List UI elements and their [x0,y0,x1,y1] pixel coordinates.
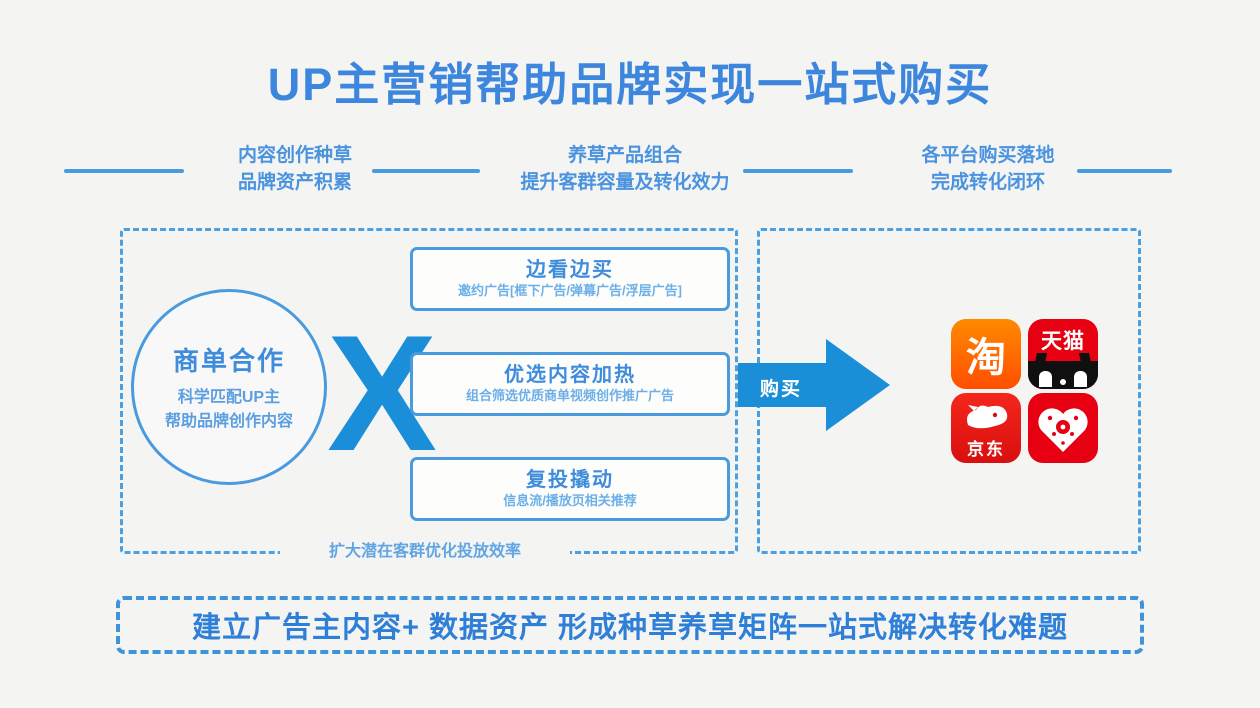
column-header-line: 品牌资产积累 [237,172,352,193]
arrow-icon [738,339,890,431]
step-box-watch-and-buy: 边看边买 邀约广告[框下广告/弹幕广告/浮层广告] [410,247,730,311]
column-header-line: 养草产品组合 [567,145,682,166]
step-subtitle: 信息流/播放页相关推荐 [503,493,637,508]
step-subtitle: 邀约广告[框下广告/弹幕广告/浮层广告] [458,283,682,298]
column-header-line: 各平台购买落地 [921,145,1055,166]
footer-text: 建立广告主内容+ 数据资产 形成种草养草矩阵一站式解决转化难题 [191,612,1069,644]
arrow-label: 购买 [760,379,803,400]
header-divider-line-4 [1077,169,1172,173]
column-header-conversion: 各平台购买落地 完成转化闭环 [878,142,1098,196]
purchase-arrow: 购买 [738,337,890,433]
tmall-cat-nose [1060,379,1066,385]
tmall-cat-eye [1039,371,1052,387]
step-title: 复投撬动 [526,469,614,491]
column-header-line: 提升客群容量及转化效力 [520,172,730,193]
commercial-order-circle: 商单合作 科学匹配UP主 帮助品牌创作内容 [131,289,327,485]
tmall-glyph: 天猫 [1041,330,1085,353]
header-divider-line-1 [64,169,184,173]
header-divider-line-2 [372,169,480,173]
tmall-icon: 天猫 [1028,319,1098,389]
column-header-line: 完成转化闭环 [930,172,1045,193]
column-header-nurturing: 养草产品组合 提升客群容量及转化效力 [485,142,765,196]
taobao-glyph: 淘 [966,336,1006,380]
taobao-icon: 淘 [951,319,1021,389]
paper-cut-heart-icon [1028,393,1098,463]
step-title: 边看边买 [526,259,614,281]
step-title: 优选内容加热 [504,364,636,386]
jd-icon: 京东 [951,393,1021,463]
footer-banner: 建立广告主内容+ 数据资产 形成种草养草矩阵一站式解决转化难题 [116,596,1144,654]
heart-shape-icon [1038,408,1088,452]
circle-title: 商单合作 [172,345,285,376]
column-header-seeding: 内容创作种草 品牌资产积累 [170,142,420,196]
platform-icons-grid: 淘 天猫 京东 [951,319,1099,467]
circle-subtitle-1: 科学匹配UP主 [177,388,281,406]
page-title: UP主营销帮助品牌实现一站式购买 [267,59,993,110]
column-header-line: 内容创作种草 [237,145,352,166]
circle-subtitle-2: 帮助品牌创作内容 [164,412,293,430]
header-divider-line-3 [743,169,853,173]
tmall-cat-eye [1074,371,1087,387]
jd-glyph: 京东 [967,440,1005,459]
step-box-re-investment: 复投撬动 信息流/播放页相关推荐 [410,457,730,521]
step-box-content-heating: 优选内容加热 组合筛选优质商单视频创作推广广告 [410,352,730,416]
jd-dog-icon [967,405,1008,429]
step-subtitle: 组合筛选优质商单视频创作推广广告 [465,388,674,403]
left-panel-caption: 扩大潜在客群优化投放效率 [280,535,570,563]
